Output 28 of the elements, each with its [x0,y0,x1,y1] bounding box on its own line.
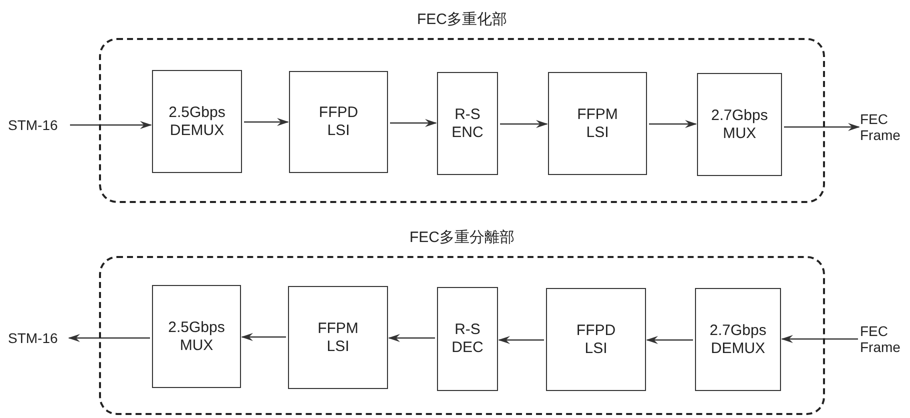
arrow [390,119,437,127]
arrow [244,118,289,126]
process-box: 2.7Gbps DEMUX [695,288,781,391]
process-box: FFPD LSI [546,288,646,391]
process-box: R-S ENC [437,72,498,175]
arrow [388,334,435,342]
arrow [500,120,548,128]
signal-label: STM-16 [8,115,68,135]
process-box: FFPM LSI [548,72,647,175]
signal-label: FEC Frame [860,322,906,356]
process-box: 2.5Gbps DEMUX [152,70,242,173]
arrow [646,336,693,344]
process-box: 2.7Gbps MUX [697,73,782,176]
arrow [784,123,860,131]
signal-label: STM-16 [8,328,68,348]
group-title: FEC多重分離部 [408,228,516,247]
process-box: R-S DEC [437,287,498,391]
arrow [649,120,697,128]
process-box: FFPD LSI [289,71,388,173]
group-title: FEC多重化部 [416,10,508,29]
arrow [781,335,858,343]
arrow [68,334,150,342]
arrow [70,121,152,129]
process-box: 2.5Gbps MUX [152,285,241,388]
process-box: FFPM LSI [288,286,388,389]
arrow [498,336,544,344]
arrow [241,333,286,341]
signal-label: FEC Frame [860,110,906,144]
